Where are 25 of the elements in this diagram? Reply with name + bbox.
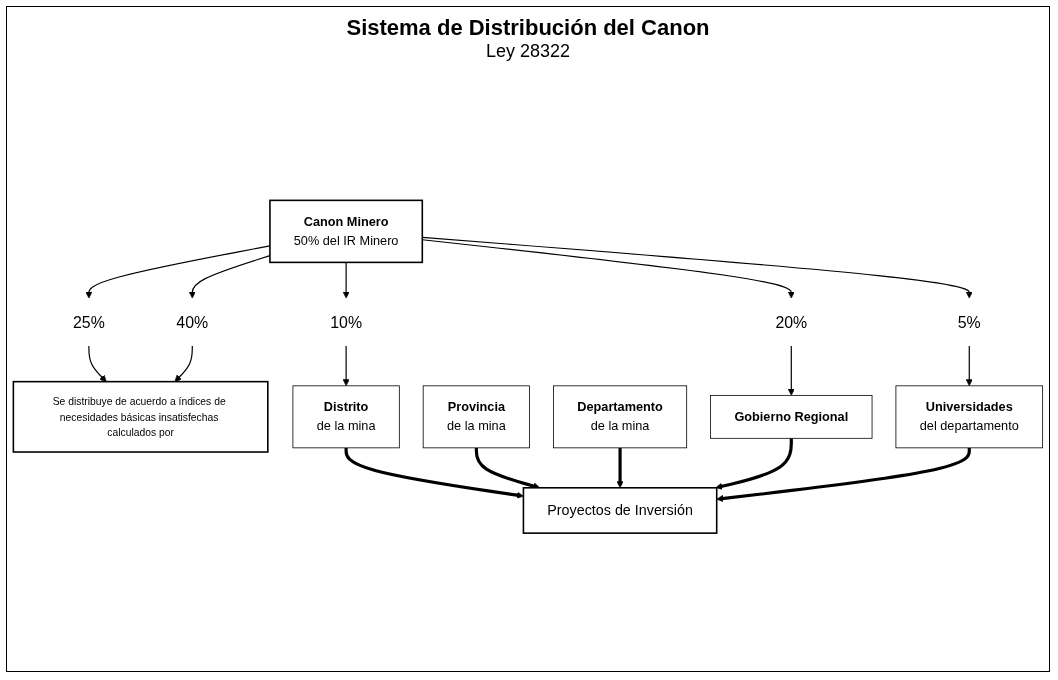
node-box: Distrito de la mina xyxy=(292,385,400,448)
node-text: 10% xyxy=(330,313,363,331)
node-text: 5% xyxy=(957,313,981,331)
node-box: Canon Minero 50% del IR Minero xyxy=(269,199,424,263)
node-box: Proyectos de Inversión xyxy=(522,486,718,534)
node-text: 20% xyxy=(775,313,808,331)
subtitle: Ley 28322 xyxy=(485,41,571,62)
arrow xyxy=(965,345,973,386)
node-box: Provincia de la mina xyxy=(422,385,530,448)
arrow xyxy=(342,261,350,299)
arrow xyxy=(787,345,795,396)
node-text: 40% xyxy=(176,313,209,331)
arrow xyxy=(716,447,971,502)
arrow xyxy=(344,447,524,499)
node-box: Departamento de la mina xyxy=(553,385,688,448)
node-text: 25% xyxy=(72,313,105,331)
arrow xyxy=(342,345,350,386)
arrow xyxy=(174,345,193,382)
node-box: Gobierno Regional xyxy=(710,394,873,439)
diagram-title: Sistema de Distribución del Canon xyxy=(346,15,710,41)
node-box: Universidades del departamento xyxy=(895,385,1044,448)
arrow xyxy=(715,438,793,490)
node-box: Se distribuye de acuerdo a índices de necesidades básicas insatisfechas calculados por xyxy=(12,380,269,453)
arrow xyxy=(88,345,107,382)
arrow xyxy=(616,447,624,488)
